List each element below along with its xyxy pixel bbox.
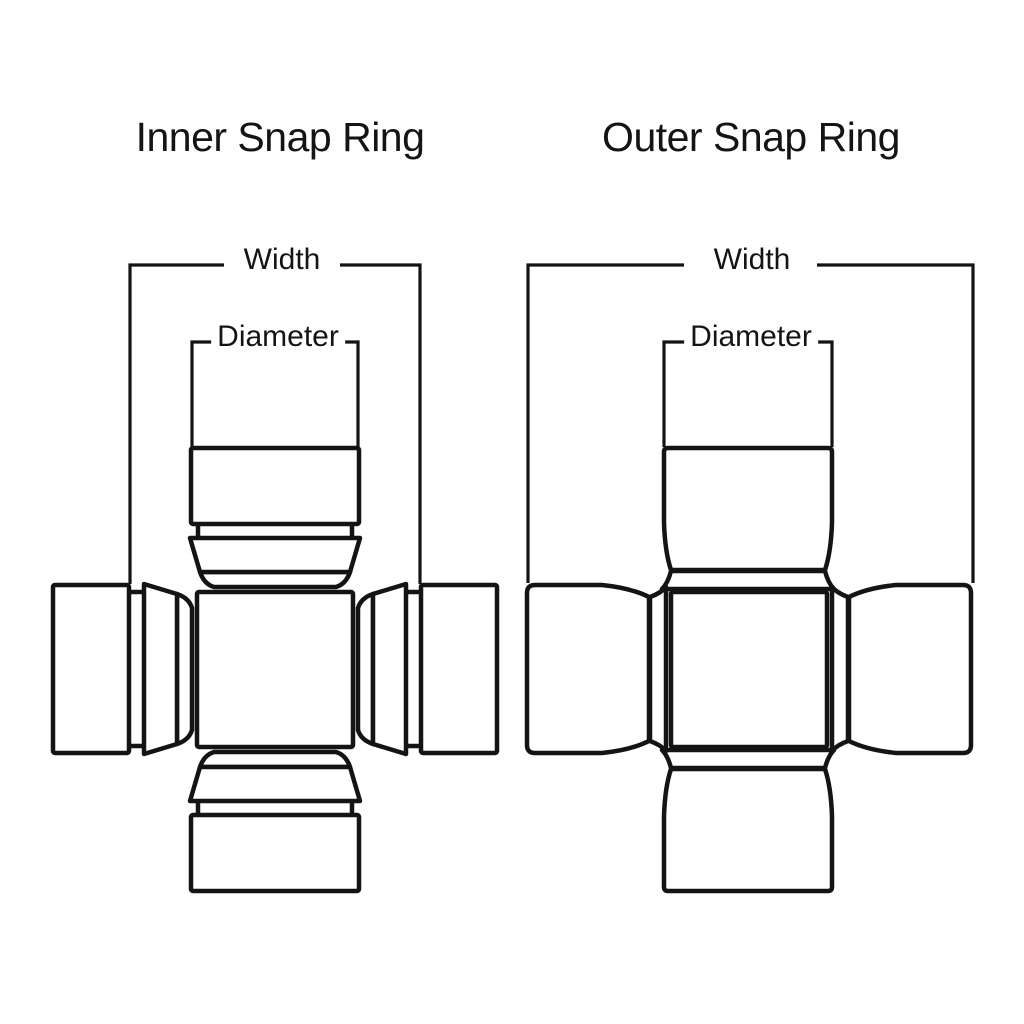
inner-left-cap-skirt [174,591,195,747]
inner-bottom-bearing-cap [188,812,362,894]
outer-top-bearing-cap [661,445,835,573]
inner-top-bearing-cap [188,445,362,527]
outer-width-dimension-line [526,263,975,583]
outer-diameter-label: Diameter [684,322,818,352]
outer-width-label: Width [707,245,797,275]
outer-bottom-cap-skirt [659,747,837,771]
inner-left-cap-flange [141,581,180,757]
outer-right-bearing-cap [846,582,974,756]
inner-bottom-cap-flange [187,764,363,804]
inner-cross-body [194,589,356,750]
inner-figure-title: Inner Snap Ring [135,114,425,160]
inner-diameter-label: Diameter [211,322,345,352]
outer-snap-ring-drawing [524,445,974,894]
outer-left-cap-skirt [647,584,669,754]
inner-dimension-lines [128,263,422,584]
outer-top-cap-skirt [659,568,837,592]
outer-cross-body [668,589,830,750]
outer-right-cap-skirt [829,584,851,754]
outer-figure-title: Outer Snap Ring [602,114,900,160]
inner-right-cap-skirt [355,591,376,747]
inner-snap-ring-drawing [50,445,500,894]
outer-dimension-lines [526,263,975,583]
inner-right-cap-flange [370,581,409,757]
inner-right-bearing-cap [418,582,500,756]
inner-width-dimension-line [128,263,422,584]
inner-left-bearing-cap [50,582,132,756]
outer-bottom-bearing-cap [661,766,835,894]
inner-bottom-cap-skirt [197,749,353,770]
outer-diameter-dimension-line [662,340,834,447]
inner-diameter-dimension-line [190,340,360,447]
inner-top-cap-skirt [197,569,353,590]
outer-left-bearing-cap [524,582,652,756]
inner-top-cap-flange [187,535,363,575]
inner-width-label: Width [237,245,327,275]
